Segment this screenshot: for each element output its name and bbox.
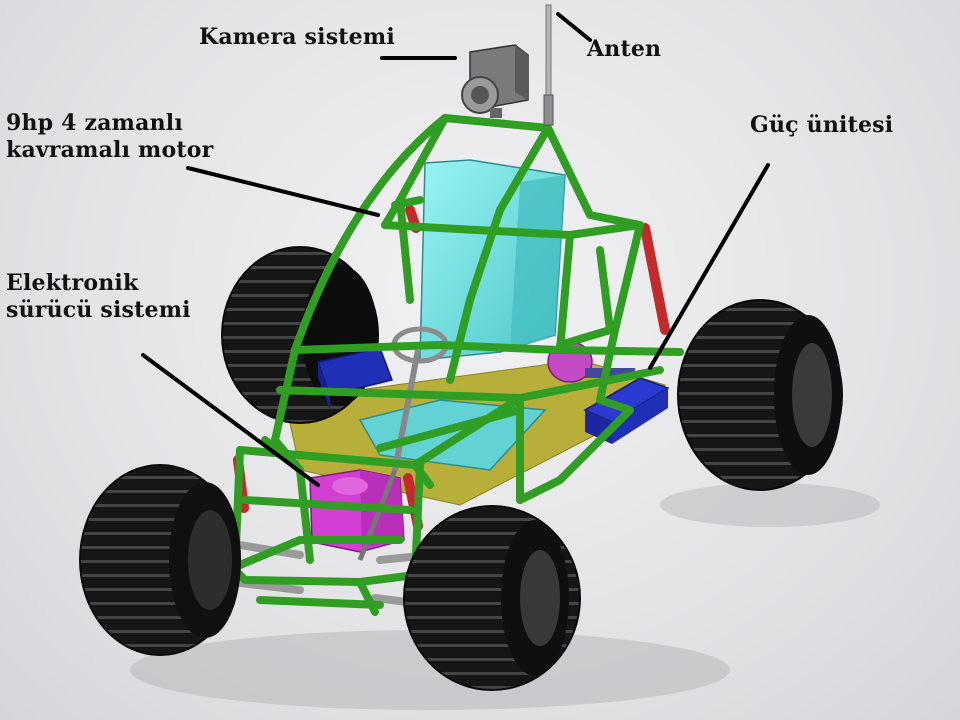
leader-line-antenna [556,12,592,42]
ground-shadow [130,483,880,710]
leader-line-motor [186,166,380,217]
label-power-unit: Güç ünitesi [750,112,894,138]
label-camera-system: Kamera sistemi [199,24,395,50]
front-right-tire [403,505,581,691]
leader-line-power [648,163,770,370]
leader-line-drive [141,353,320,487]
label-motor: 9hp 4 zamanlı kavramalı motor [6,110,213,164]
label-drive-line2: sürücü sistemi [6,297,191,323]
label-motor-line1: 9hp 4 zamanlı [6,110,183,136]
battery-left [317,347,393,410]
label-motor-line2: kavramalı motor [6,137,214,163]
camera-unit [461,44,529,118]
label-drive-system: Elektronik sürücü sistemi [6,270,191,324]
label-antenna: Anten [587,36,662,62]
antenna [543,4,554,126]
leader-lines [141,12,770,487]
rear-right-tire [677,299,843,491]
front-left-tire [79,464,241,656]
label-drive-line1: Elektronik [6,270,139,296]
